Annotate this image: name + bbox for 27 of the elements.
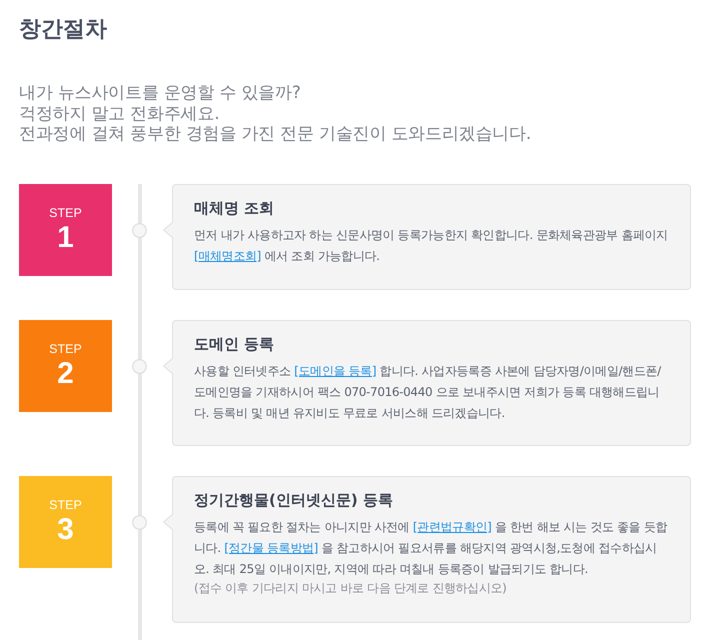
- intro-text: 내가 뉴스사이트를 운영할 수 있을까?: [19, 82, 301, 104]
- text-link: [매체명조회]: [194, 249, 261, 263]
- step-card: [172, 184, 691, 290]
- step-label: STEP: [49, 205, 82, 221]
- card-heading: 매체명 조회: [194, 198, 274, 218]
- step-box: [19, 320, 112, 412]
- intro-text: 전과정에 걸쳐 풍부한 경험을 가진 전문 기술진이 도와드리겠습니다.: [19, 123, 532, 145]
- step-card: [172, 320, 691, 446]
- text-link: [관련법규확인]: [412, 520, 492, 534]
- title: 창간절차: [19, 16, 107, 44]
- step-card: [172, 476, 691, 623]
- intro-text: 걱정하지 말고 전화주세요.: [19, 102, 220, 124]
- card-text: 먼저 내가 사용하고자 하는 신문사명이 등록가능한지 확인합니다. 문화체육관광부 홈페이지 [매체명조회] 에서 조회 가능합니다.: [194, 227, 669, 265]
- card-heading: 정기간행물(인터넷신문) 등록: [194, 490, 393, 510]
- step-box: [19, 184, 112, 276]
- card-text: 사용할 인터넷주소 [도메인을 등록] 합니다. 사업자등록증 사본에 담당자명/이메일/핸드폰/도메인명을 기재하시어 팩스 070-7016-0440 으로 보내주시면 저희가 등록 대행해드립니다. 등록비 및 매년 유지비도 무료로 서비스해 드리겠습니다.: [194, 363, 662, 422]
- step-number: 1: [57, 221, 74, 255]
- step-box: [19, 476, 112, 568]
- step-label: STEP: [49, 341, 82, 357]
- card-text: 등록에 꼭 필요한 절차는 아니지만 사전에 [관련법규확인] 을 한번 해보 시는 것도 좋을 듯합니다. [정간물 등록방법] 을 참고하시어 필요서류를 해당지역 광역시청,도청에 접수하십시오. 최대 25일 이내이지만, 지역에 따라 며칠내 등록증이 발급되기도 합니다.: [194, 519, 668, 578]
- text-link: [도메인을 등록]: [294, 364, 376, 378]
- step-number: 2: [57, 357, 74, 391]
- step-label: STEP: [49, 497, 82, 513]
- step-number: 3: [57, 513, 74, 547]
- card-note: (접수 이후 기다리지 마시고 바로 다음 단계로 진행하십시오): [194, 580, 507, 597]
- text-link: [정간물 등록방법]: [224, 541, 318, 555]
- card-heading: 도메인 등록: [194, 334, 274, 354]
